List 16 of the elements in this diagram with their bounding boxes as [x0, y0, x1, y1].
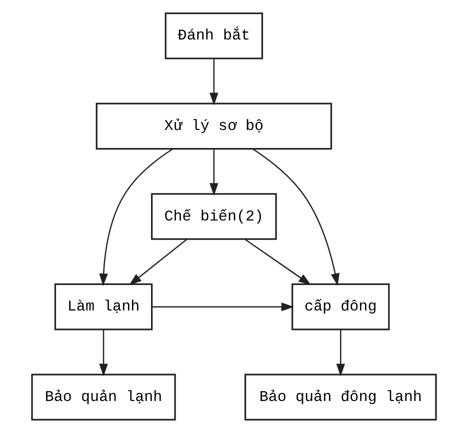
- arrow: [210, 149, 218, 196]
- arrow: [129, 238, 188, 286]
- node-box: Đánh bắt: [164, 12, 264, 60]
- arrow: [210, 58, 218, 106]
- arrow: [152, 302, 294, 312]
- node-box: Chế biến(2): [151, 193, 277, 240]
- arrow: [336, 330, 346, 376]
- node-box: Xử lý sơ bộ: [96, 102, 332, 150]
- arrow: [244, 238, 312, 286]
- arrow: [252, 148, 340, 286]
- node-box: Bảo quản đông lạnh: [244, 374, 437, 421]
- arrow: [99, 330, 108, 376]
- arrow: [99, 148, 174, 286]
- node-box: cấp đông: [292, 283, 390, 330]
- node-box: Làm lạnh: [54, 283, 153, 330]
- node-box: Bảo quản lạnh: [31, 374, 176, 421]
